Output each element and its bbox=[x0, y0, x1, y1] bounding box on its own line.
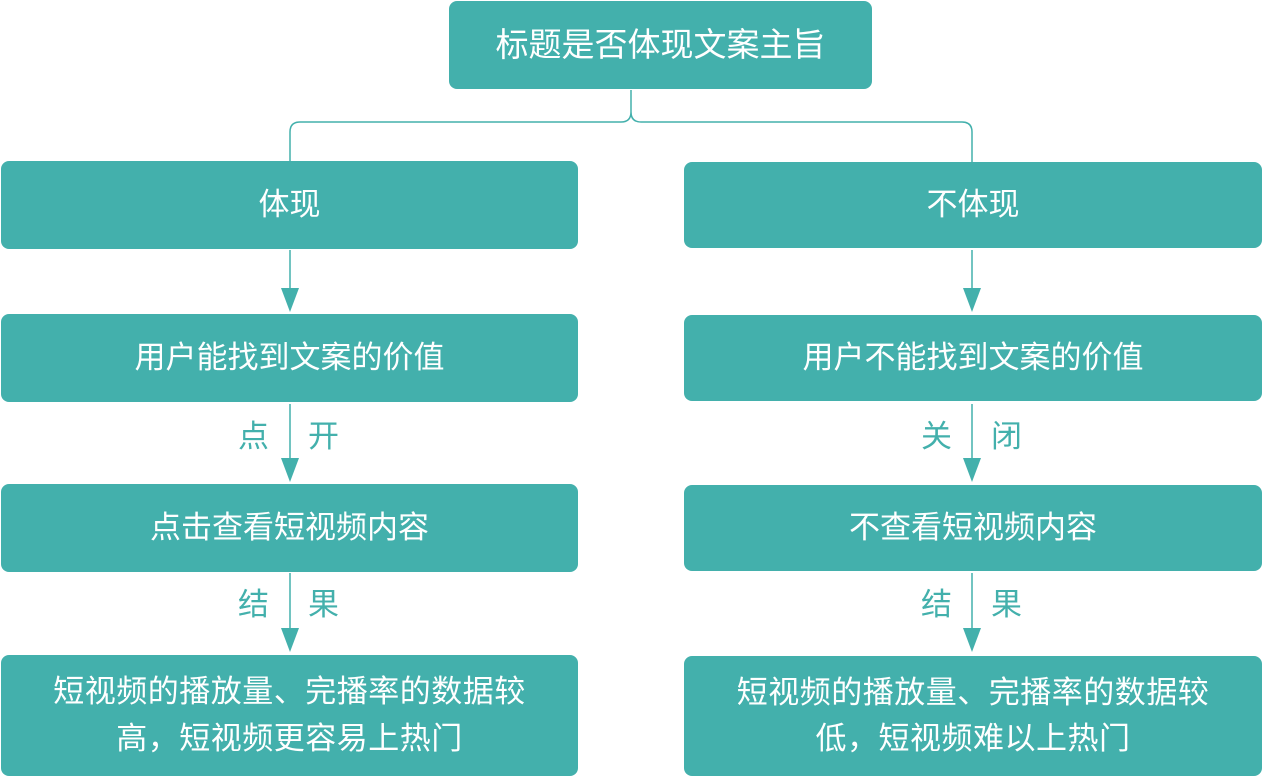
root-node-label: 标题是否体现文案主旨 bbox=[495, 25, 826, 65]
left-branch-node: 体现 bbox=[1, 161, 578, 249]
right-branch-node: 不体现 bbox=[684, 162, 1262, 248]
root-node: 标题是否体现文案主旨 bbox=[449, 1, 872, 89]
left-arrow-1 bbox=[281, 250, 299, 312]
right-edge2-label-b: 果 bbox=[991, 587, 1022, 623]
left-step2-node: 点击查看短视频内容 bbox=[1, 484, 578, 572]
right-edge2-label-a: 结 bbox=[921, 587, 952, 623]
right-result-node: 短视频的播放量、完播率的数据较 低，短视频难以上热门 bbox=[684, 656, 1262, 776]
right-arrow-2 bbox=[963, 404, 981, 482]
left-step1-label: 用户能找到文案的价值 bbox=[134, 339, 445, 376]
right-arrow-3 bbox=[963, 573, 981, 652]
right-step1-label: 用户不能找到文案的价值 bbox=[802, 339, 1144, 376]
left-edge1-label-b: 开 bbox=[308, 419, 339, 455]
right-step2-node: 不查看短视频内容 bbox=[684, 485, 1262, 571]
left-result-line1: 短视频的播放量、完播率的数据较 bbox=[53, 674, 526, 710]
left-arrow-3 bbox=[281, 573, 299, 652]
right-step2-label: 不查看短视频内容 bbox=[849, 509, 1097, 546]
left-edge1-label-a: 点 bbox=[238, 419, 269, 455]
right-step1-node: 用户不能找到文案的价值 bbox=[684, 315, 1262, 401]
right-edge1-label-a: 关 bbox=[921, 419, 952, 455]
right-arrow-1 bbox=[963, 250, 981, 312]
left-result-node: 短视频的播放量、完播率的数据较 高，短视频更容易上热门 bbox=[1, 655, 578, 776]
left-step2-label: 点击查看短视频内容 bbox=[150, 509, 429, 546]
left-arrow-2 bbox=[281, 404, 299, 482]
right-branch-label: 不体现 bbox=[926, 186, 1020, 223]
right-result-line2: 低，短视频难以上热门 bbox=[815, 721, 1131, 757]
left-result-line2: 高，短视频更容易上热门 bbox=[116, 720, 463, 757]
left-step1-node: 用户能找到文案的价值 bbox=[1, 314, 578, 402]
left-edge2-label-b: 果 bbox=[308, 587, 339, 623]
left-edge2-label-a: 结 bbox=[238, 587, 269, 623]
root-bracket bbox=[289, 90, 973, 162]
left-branch-label: 体现 bbox=[258, 186, 321, 223]
right-edge1-label-b: 闭 bbox=[991, 419, 1022, 455]
right-result-line1: 短视频的播放量、完播率的数据较 bbox=[736, 674, 1210, 711]
